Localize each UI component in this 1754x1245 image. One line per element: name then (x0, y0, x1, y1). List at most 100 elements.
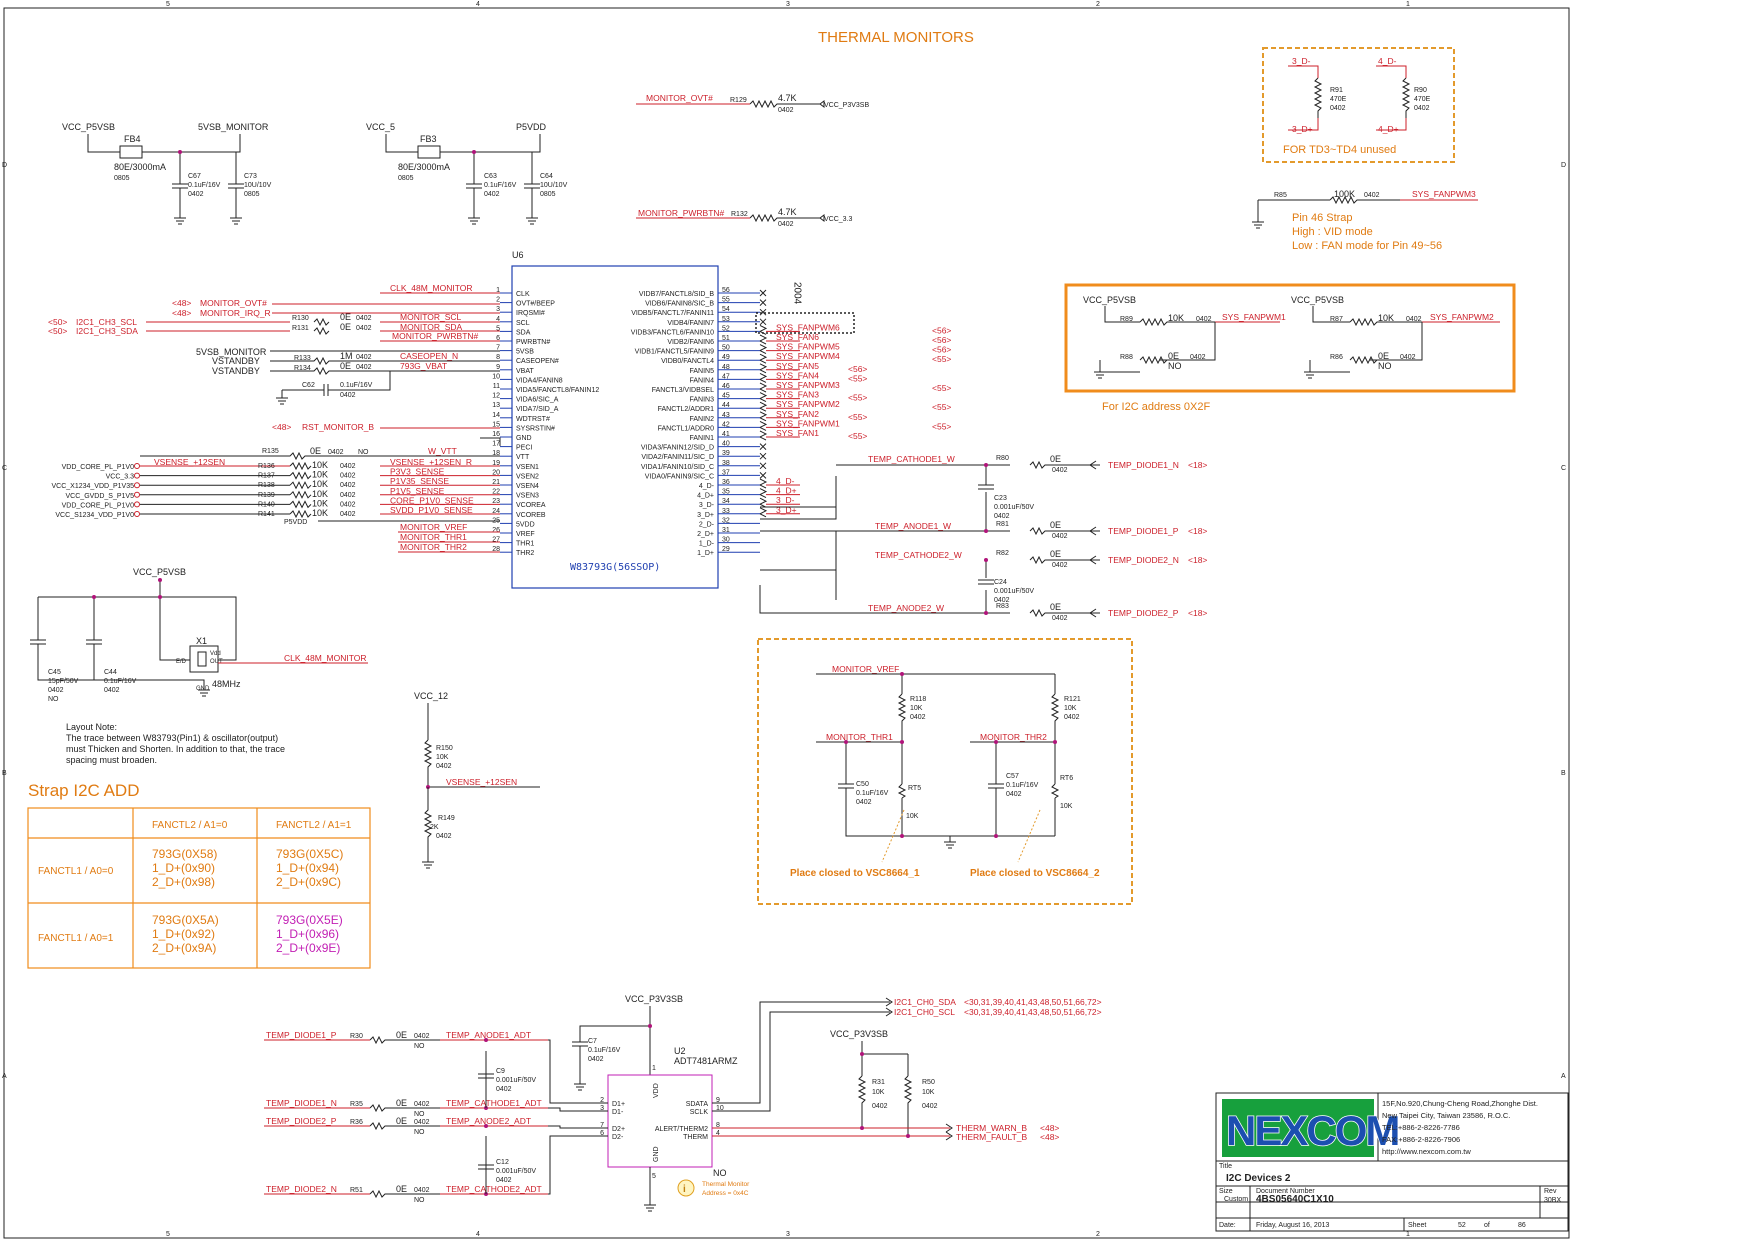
u6-pin-name: SCL (516, 320, 530, 327)
net-label: SYS_FAN5 (776, 361, 819, 371)
pin-label: GND (196, 686, 210, 692)
value-label: 10K (312, 470, 328, 480)
net-label: 3_D- (1292, 56, 1311, 66)
package-label: 0402 (328, 449, 344, 456)
net-label: CLK_48M_MONITOR (284, 653, 367, 663)
package-label: 0402 (356, 354, 372, 361)
ref-label: R89 (1120, 316, 1133, 323)
u6-pin-name: VIDA4/FANIN8 (516, 377, 563, 384)
u6-pin-number: 10 (492, 373, 500, 380)
ref-label: R150 (436, 745, 453, 752)
net-label: MONITOR_THR1 (400, 532, 467, 542)
value-label: 0E (1050, 454, 1061, 464)
u6-pin-name: FANCTL3/VIDBSEL (652, 387, 714, 394)
note-text: Low : FAN mode for Pin 49~56 (1292, 240, 1442, 252)
u6-pin-number: 50 (722, 345, 730, 352)
u6-pin-number: 44 (722, 402, 730, 409)
u6-pin-name: VIDB5/FANCTL7/FANIN11 (631, 310, 714, 317)
note-text: The trace between W83793(Pin1) & oscilla… (66, 733, 278, 743)
ref-label: R81 (996, 521, 1009, 528)
value-label: 0E (1050, 602, 1061, 612)
value-label: 0E (1378, 351, 1389, 361)
net-label: TEMP_ANODE1_W (875, 521, 951, 531)
net-label: 3_D+ (1292, 124, 1313, 134)
net-label: 3_D- (776, 495, 795, 505)
value-label: 0E (1050, 549, 1061, 559)
table-cell: 2_D+(0x9C) (276, 875, 341, 889)
u6-pin-name: SDA (516, 329, 531, 336)
title-block: NEXCOM 15F,No.920,Chung-Cheng Road,Zhong… (1215, 1092, 1569, 1232)
pin-label: E/D (176, 659, 187, 665)
net-label: W_VTT (428, 446, 457, 456)
ref-label: R130 (292, 315, 309, 322)
ref-label: R133 (294, 355, 311, 362)
ref-label: R50 (922, 1079, 935, 1086)
adt7481-section: VCC_P3V3SB C7 0.1uF/16V 0402 U2 ADT7481A… (264, 994, 1102, 1212)
grid-row-label: C (2, 465, 7, 472)
value-label: 10K (312, 498, 328, 508)
u6-pin-number: 36 (722, 479, 730, 486)
table-cell-selected: 1_D+(0x96) (276, 927, 339, 941)
value-label: 48MHz (212, 679, 241, 689)
u6-pin-number: 39 (722, 450, 730, 457)
value-label: 0.1uF/16V (340, 382, 373, 389)
ref-label: C7 (588, 1038, 597, 1045)
no-stuff-label: NO (713, 1168, 727, 1178)
ref-label: R31 (872, 1079, 885, 1086)
net-label: MONITOR_THR1 (826, 732, 893, 742)
power-filter-5vsb: VCC_P5VSB 5VSB_MONITOR FB4 80E/3000mA 08… (62, 122, 272, 225)
package-label: 0402 (1414, 105, 1430, 112)
package-label: 0402 (1364, 192, 1380, 199)
ref-tag: <48> (172, 298, 191, 308)
package-label: 0402 (356, 364, 372, 371)
table-row-label: FANCTL1 / A0=1 (38, 933, 114, 944)
grid-row-label: A (2, 1073, 7, 1080)
sheet-title: I2C Devices 2 (1226, 1173, 1291, 1184)
u6-pin-name: 4_D+ (697, 493, 714, 500)
net-label: MONITOR_OVT# (646, 93, 713, 103)
u6-pin-number: 49 (722, 354, 730, 361)
rail-label: VSTANDBY (212, 366, 260, 376)
net-label: MONITOR_SDA (400, 322, 463, 332)
u6-pin-name: FANIN3 (689, 397, 714, 404)
net-label: TEMP_DIODE2_N (266, 1184, 337, 1194)
note-text: For I2C address 0X2F (1102, 401, 1210, 413)
package-label: 0402 (484, 191, 500, 198)
package-label: 0805 (540, 191, 556, 198)
u6-pin-name: VIDB1/FANCTL5/FANIN9 (635, 349, 714, 356)
grid-row-label: B (1561, 770, 1566, 777)
net-label: MONITOR_PWRBTN# (638, 208, 725, 218)
u6-pin-name: 5VDD (516, 521, 535, 528)
ref-label: R129 (730, 97, 747, 104)
u6-pin-number: 34 (722, 498, 730, 505)
u6-pin-name: CLK (516, 291, 530, 298)
u6-pin-number: 29 (722, 546, 730, 553)
net-label: SYS_FANPWM3 (776, 380, 840, 390)
net-label: TEMP_DIODE1_P (266, 1030, 337, 1040)
u6-pin-name: FANIN5 (689, 368, 714, 375)
ref-tag: <55> (932, 421, 951, 431)
note-text: must Thicken and Shorten. In addition to… (66, 744, 285, 754)
package-label: 0805 (398, 175, 414, 182)
ref-label: RT6 (1060, 775, 1073, 782)
ref-tag: <55> (932, 402, 951, 412)
value-label: 0.1uF/16V (188, 182, 221, 189)
package-label: 0402 (1406, 316, 1422, 323)
grid-col-label: 1 (1406, 1231, 1410, 1238)
u6-pin-number: 31 (722, 527, 730, 534)
value-label: 0.1uF/16V (588, 1047, 621, 1054)
pin-label: GND (653, 1146, 660, 1162)
ref-label: R149 (438, 815, 455, 822)
u6-pin-name: VIDA1/FANIN10/SID_C (641, 464, 714, 471)
note-text: Pin 46 Strap (1292, 212, 1353, 224)
adt-pin-name: ALERT/THERM2 (655, 1126, 708, 1133)
net-label: 4_D- (1378, 56, 1397, 66)
info-icon (677, 1179, 695, 1197)
package-label: 0805 (244, 191, 260, 198)
ref-label: R51 (350, 1187, 363, 1194)
address-line: 15F,No.920,Chung-Cheng Road,Zhonghe Dist… (1382, 1099, 1538, 1108)
value-label: 0.001uF/50V (496, 1168, 536, 1175)
rail-label: 5VSB_MONITOR (196, 347, 267, 357)
table-cell: 1_D+(0x92) (152, 927, 215, 941)
package-label: 0402 (496, 1086, 512, 1093)
